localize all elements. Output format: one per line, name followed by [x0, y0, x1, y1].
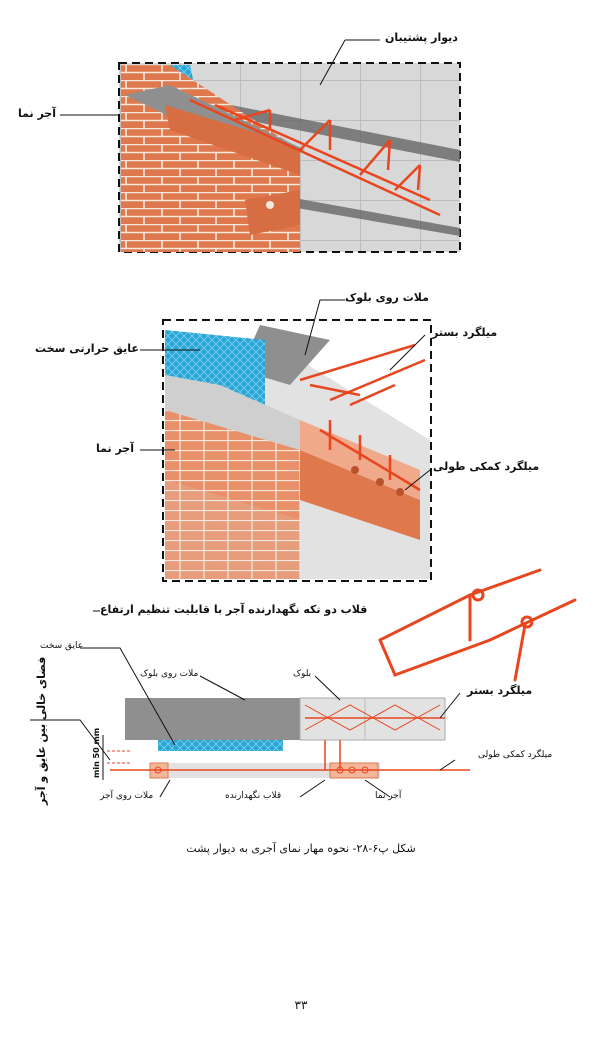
label-mortar-on-block-4: ملات روی بلوک	[140, 669, 199, 679]
label-two-piece-hook: قلاب دو تکه نگهدارنده آجر با قابلیت تنظی…	[100, 603, 368, 616]
label-rigid-insulation-4: عایق سخت	[40, 641, 84, 651]
bed-mesh-rebar-2	[299, 343, 426, 492]
bed-mesh-rebar	[189, 98, 441, 217]
mortar-on-block-section	[125, 698, 300, 740]
two-piece-adjustable-hook	[378, 568, 577, 682]
label-facing-brick-1: آجر نما	[18, 107, 57, 120]
label-longitudinal-rebar-2: میلگرد کمکی طولی	[433, 460, 540, 473]
label-block-4: بلوک	[293, 669, 312, 679]
label-facing-brick-2: آجر نما	[96, 442, 135, 455]
label-holding-hook: قلاب نگهدارنده	[225, 791, 282, 801]
figure-caption: شکل پ۶-۲۸- نحوه مهار نمای آجری به دیوار …	[186, 842, 416, 855]
label-gap-between-insulation-and-brick: فضای خالی بین عایق و آجر	[35, 656, 48, 805]
label-mortar-on-brick: ملات روی آجر	[100, 791, 154, 801]
label-longitudinal-rebar-4: میلگرد کمکی طولی	[478, 750, 553, 760]
page-number: ۳۳	[294, 998, 308, 1012]
label-bed-mesh-3: میلگرد بستر	[467, 684, 533, 697]
label-min-50mm: min 50 mm	[92, 727, 101, 778]
label-backup-wall: دیوار پشتیبان	[385, 31, 458, 44]
label-facing-brick-4: آجر نما	[375, 791, 402, 801]
label-bed-mesh-2: میلگرد بستر	[432, 326, 498, 339]
insulation-section	[158, 740, 283, 751]
label-rigid-insulation-2: عایق حرارتی سخت	[35, 342, 139, 355]
facing-brick-2	[165, 410, 300, 520]
block-section	[299, 697, 446, 741]
label-mortar-on-block-2: ملات روی بلوک	[345, 291, 429, 304]
